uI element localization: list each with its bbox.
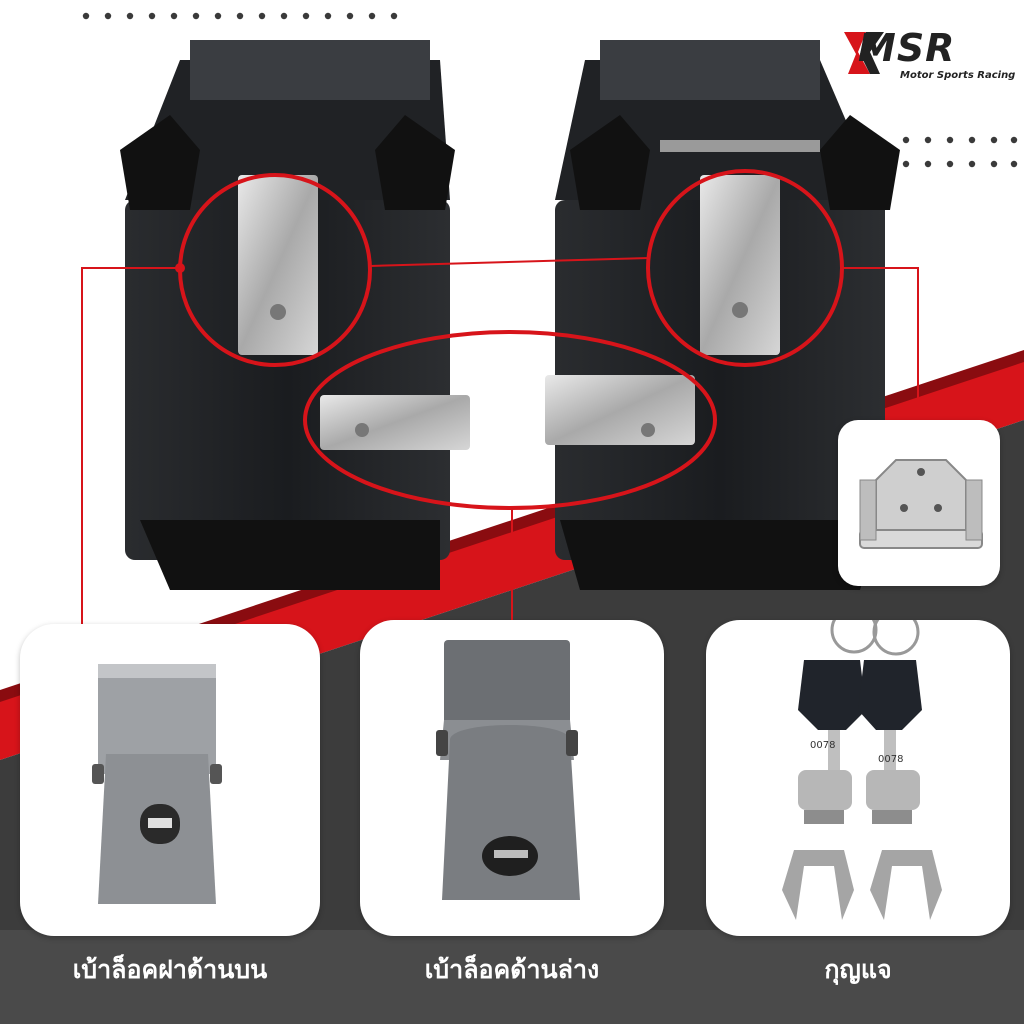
- upper-latch-image: [92, 664, 222, 904]
- bracket-card: [838, 420, 1000, 586]
- keys-card: 0078 0078: [706, 620, 1010, 936]
- key-tag-right: 0078: [878, 754, 904, 765]
- caption-lower-latch: เบ้าล็อคด้านล่าง: [424, 955, 600, 984]
- keys-image: [782, 620, 942, 920]
- upper-latch-card: [20, 624, 320, 936]
- caption-upper-latch: เบ้าล็อคฝาด้านบน: [72, 955, 268, 984]
- key-tag-left: 0078: [810, 740, 836, 751]
- mounting-bracket-image: [859, 459, 983, 549]
- decorative-dots-right: [902, 136, 1018, 168]
- caption-keys: กุญแจ: [824, 955, 892, 984]
- side-cases-photo: [120, 40, 900, 590]
- decorative-dots-top: [82, 12, 398, 20]
- brand-logo-text: MSR: [858, 26, 956, 70]
- brand-tagline: Motor Sports Racing: [900, 70, 1016, 81]
- lower-latch-image: [436, 640, 580, 900]
- lower-latch-card: [360, 620, 664, 936]
- right-case: [545, 40, 900, 590]
- brand-logo-swoosh: [844, 32, 884, 74]
